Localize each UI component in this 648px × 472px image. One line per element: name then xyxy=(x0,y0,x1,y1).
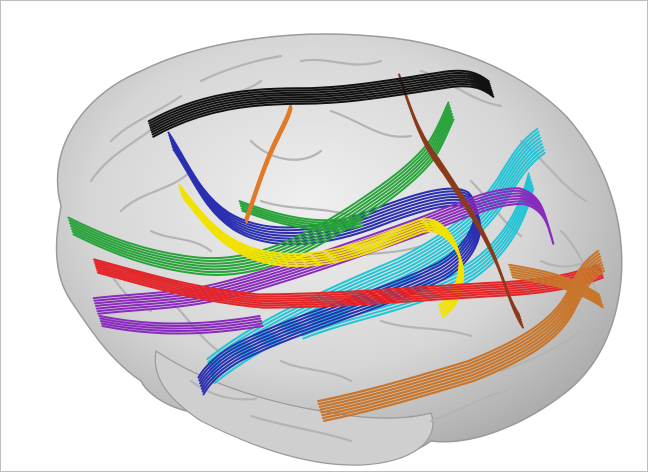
brain-tractography-illustration xyxy=(1,1,647,471)
figure-frame xyxy=(0,0,648,472)
